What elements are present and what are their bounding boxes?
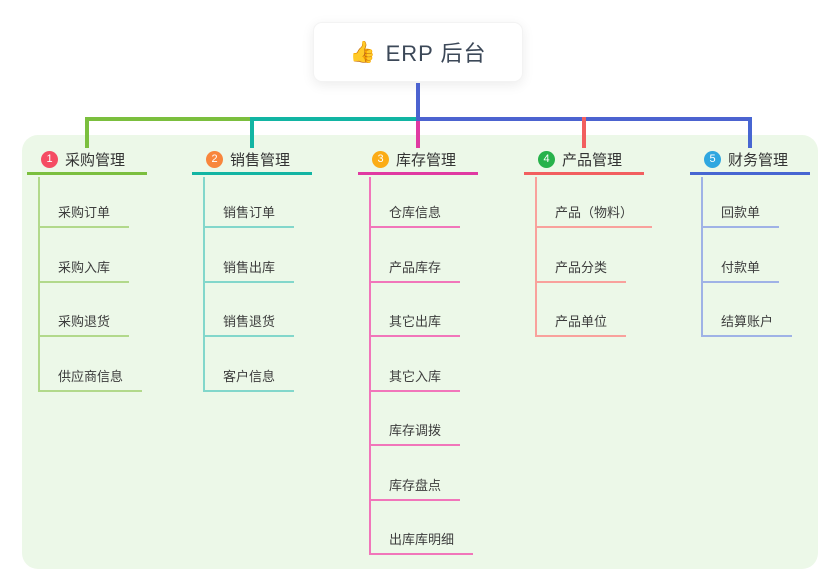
branch-drop-2 <box>250 117 254 148</box>
child-node[interactable]: 库存盘点 <box>369 475 461 501</box>
branch-number-badge: 2 <box>206 151 223 168</box>
branch-label: 产品管理 <box>562 152 623 169</box>
root-connector-line <box>416 83 420 121</box>
child-node[interactable]: 销售出库 <box>203 257 295 283</box>
child-node[interactable]: 采购入库 <box>38 257 130 283</box>
child-node[interactable]: 客户信息 <box>203 366 295 392</box>
branch-number-badge: 3 <box>372 151 389 168</box>
child-node[interactable]: 采购退货 <box>38 311 130 337</box>
child-node[interactable]: 库存调拨 <box>369 420 461 446</box>
branch-drop-1 <box>85 117 89 148</box>
root-node-label: ERP 后台 <box>385 41 487 66</box>
connector-segment-1 <box>85 117 252 121</box>
branch-node-采购管理[interactable]: 1 采购管理 <box>27 147 147 175</box>
child-node[interactable]: 销售退货 <box>203 311 295 337</box>
branch-drop-5 <box>748 117 752 148</box>
child-node[interactable]: 销售订单 <box>203 202 295 228</box>
child-node[interactable]: 产品（物料） <box>535 202 653 228</box>
child-node[interactable]: 供应商信息 <box>38 366 143 392</box>
child-node[interactable]: 采购订单 <box>38 202 130 228</box>
branch-label: 财务管理 <box>728 152 789 169</box>
child-node[interactable]: 出库库明细 <box>369 529 474 555</box>
child-node[interactable]: 结算账户 <box>701 311 793 337</box>
child-node[interactable]: 产品分类 <box>535 257 627 283</box>
branch-spine-5 <box>701 177 703 337</box>
child-node[interactable]: 付款单 <box>701 257 780 283</box>
connector-segment-right <box>420 117 752 121</box>
branch-spine-2 <box>203 177 205 392</box>
branch-label: 库存管理 <box>396 152 457 169</box>
branch-drop-4 <box>582 117 586 148</box>
branch-label: 采购管理 <box>65 152 126 169</box>
branch-label: 销售管理 <box>230 152 291 169</box>
branch-number-badge: 1 <box>41 151 58 168</box>
mindmap-panel <box>22 135 818 569</box>
branch-spine-3 <box>369 177 371 555</box>
branch-number-badge: 4 <box>538 151 555 168</box>
child-node[interactable]: 仓库信息 <box>369 202 461 228</box>
branch-node-销售管理[interactable]: 2 销售管理 <box>192 147 312 175</box>
child-node[interactable]: 其它出库 <box>369 311 461 337</box>
child-node[interactable]: 产品单位 <box>535 311 627 337</box>
child-node[interactable]: 回款单 <box>701 202 780 228</box>
branch-spine-4 <box>535 177 537 337</box>
connector-segment-2 <box>252 117 416 121</box>
branch-node-财务管理[interactable]: 5 财务管理 <box>690 147 810 175</box>
branch-number-badge: 5 <box>704 151 721 168</box>
branch-drop-3 <box>416 121 420 148</box>
branch-spine-1 <box>38 177 40 392</box>
child-node[interactable]: 其它入库 <box>369 366 461 392</box>
thumbs-up-icon: 👍 <box>349 40 376 64</box>
branch-node-库存管理[interactable]: 3 库存管理 <box>358 147 478 175</box>
root-node[interactable]: 👍 ERP 后台 <box>313 22 523 82</box>
child-node[interactable]: 产品库存 <box>369 257 461 283</box>
branch-node-产品管理[interactable]: 4 产品管理 <box>524 147 644 175</box>
